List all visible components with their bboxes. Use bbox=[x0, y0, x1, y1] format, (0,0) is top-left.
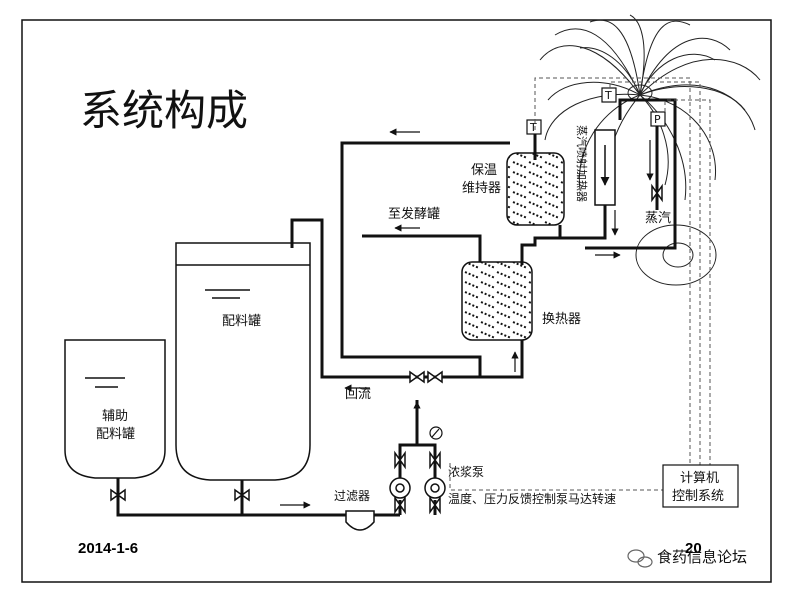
aux-tank-label-2: 配料罐 bbox=[96, 427, 135, 442]
holding-unit bbox=[506, 152, 565, 226]
slide-frame bbox=[21, 19, 772, 583]
slide-date: 2014-1-6 bbox=[78, 540, 138, 557]
svg-text:P: P bbox=[654, 113, 661, 126]
heat-exchanger bbox=[461, 261, 533, 341]
watermark-text: 食药信息论坛 bbox=[657, 548, 747, 566]
aux-tank bbox=[64, 339, 166, 479]
flow-arrows bbox=[280, 128, 654, 509]
return-flow-label: 回流 bbox=[345, 387, 371, 402]
control-signal-lines bbox=[449, 77, 711, 491]
heat-exchanger-label: 换热器 bbox=[542, 312, 581, 327]
valves bbox=[110, 183, 663, 515]
main-tank-label: 配料罐 bbox=[222, 314, 261, 329]
to-fermenter-label: 至发酵罐 bbox=[388, 206, 440, 222]
slide-title: 系统构成 bbox=[80, 86, 248, 135]
tree-watermark-image bbox=[539, 14, 761, 286]
svg-text:T: T bbox=[529, 121, 537, 134]
wechat-icon bbox=[627, 549, 653, 568]
filter bbox=[345, 510, 375, 531]
svg-text:T: T bbox=[604, 89, 612, 102]
steam-injector-label: 蒸汽喷射加热器 bbox=[575, 125, 589, 202]
page-number: 20 bbox=[685, 540, 702, 557]
pumps bbox=[389, 477, 446, 499]
control-system-label-2: 控制系统 bbox=[672, 489, 724, 504]
pressure-sensor: P bbox=[650, 111, 666, 127]
pump-label: 浓浆泵 bbox=[448, 464, 484, 479]
holding-unit-label-2: 维持器 bbox=[462, 181, 501, 196]
holding-unit-label-1: 保温 bbox=[471, 163, 497, 178]
filter-label: 过滤器 bbox=[334, 489, 370, 503]
temp-sensor-2: T bbox=[601, 87, 617, 103]
feedback-label: 温度、压力反馈控制泵马达转速 bbox=[448, 491, 616, 506]
control-system-label-1: 计算机 bbox=[680, 471, 719, 486]
control-system-box bbox=[662, 464, 739, 508]
piping bbox=[116, 98, 677, 517]
pressure-gauge bbox=[429, 426, 443, 440]
aux-tank-label-1: 辅助 bbox=[102, 409, 128, 424]
temp-sensor-1: T bbox=[526, 119, 542, 135]
main-tank bbox=[175, 242, 311, 481]
steam-label: 蒸汽 bbox=[645, 211, 671, 226]
steam-injector bbox=[594, 129, 616, 206]
